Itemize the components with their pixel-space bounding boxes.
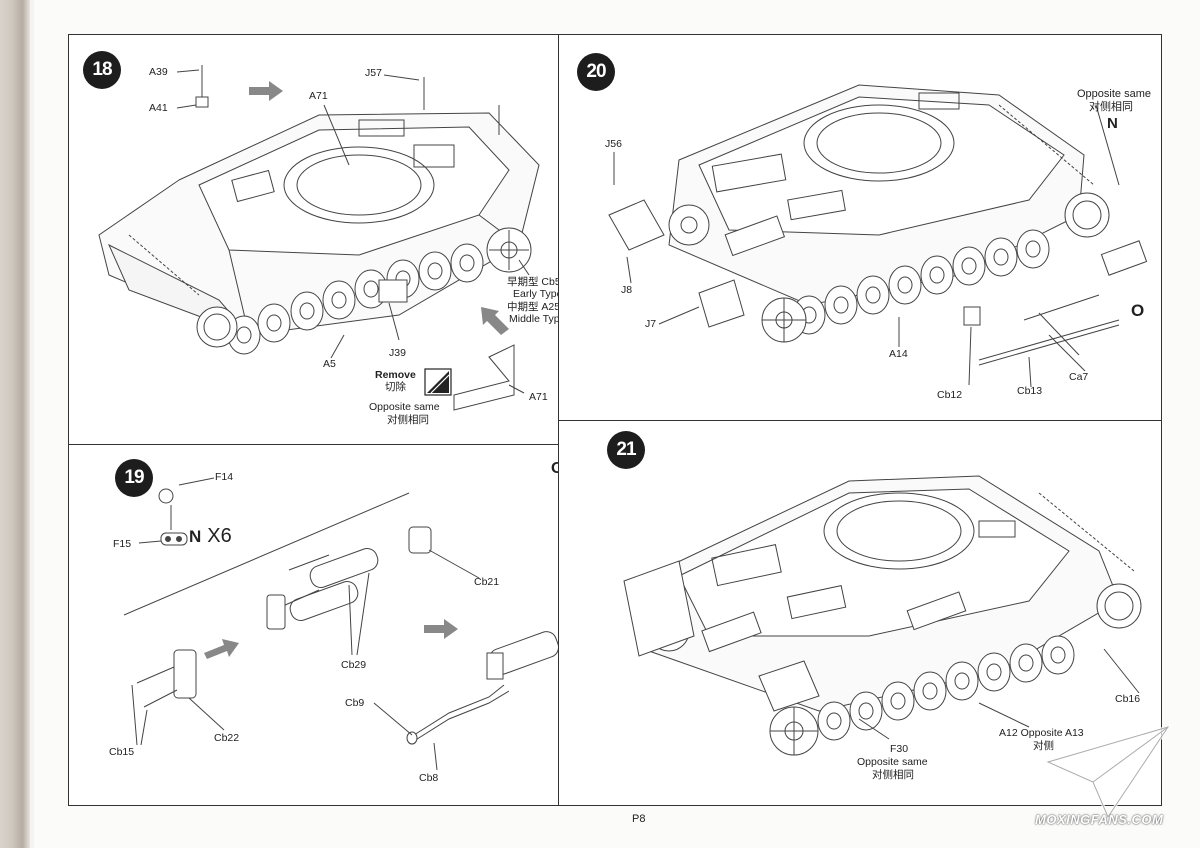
part-label-a39: A39: [149, 66, 168, 78]
part-label-a5: A5: [323, 358, 336, 370]
assembly-arrow-icon: [424, 619, 458, 639]
part-label-cb9: Cb9: [345, 697, 365, 709]
page-number: P8: [632, 813, 646, 825]
n-quantity-marker: N X6: [189, 525, 232, 548]
remove-label-en: Remove: [375, 369, 416, 381]
part-label-a71-top: A71: [309, 90, 328, 102]
book-binding-edge: [0, 0, 30, 848]
part-label-a41: A41: [149, 102, 168, 114]
o-marker: O: [551, 461, 559, 477]
watermark-text: MOXINGFANS.COM: [1035, 812, 1164, 827]
step-number-badge: 20: [577, 53, 615, 91]
step-18-panel: 18 A39 A41 J57 A71 A5 J39 A71 早期型 Cb5 Ea…: [68, 34, 560, 446]
part-label-f14: F14: [215, 471, 234, 483]
opposite-same-cn: 对侧相同: [387, 414, 429, 426]
paper-plane-logo-icon: [1043, 724, 1172, 821]
part-label-j56: J56: [605, 138, 622, 150]
opposite-same-cn: 对侧相同: [1089, 101, 1133, 113]
part-label-j7: J7: [645, 318, 657, 330]
part-label-j57: J57: [365, 67, 382, 79]
f30-opposite-same-en: Opposite same: [857, 756, 928, 768]
part-label-a71-bottom: A71: [529, 391, 548, 403]
middle-type-cn: 中期型 A25: [507, 301, 560, 313]
part-label-a12: A12 Opposite A13: [999, 727, 1084, 739]
part-label-a14: A14: [889, 348, 908, 360]
part-label-cb22: Cb22: [214, 732, 240, 744]
n-marker: N: [189, 527, 202, 546]
part-label-ca7: Ca7: [1069, 371, 1089, 383]
step-20-hull-drawing: [608, 84, 1148, 388]
remove-label-cn: 切除: [385, 381, 406, 393]
o-marker: O: [1131, 301, 1145, 320]
part-label-j8: J8: [621, 284, 633, 296]
part-label-cb29: Cb29: [341, 659, 367, 671]
step-21-hull-drawing: [623, 475, 1142, 756]
part-label-cb13: Cb13: [1017, 385, 1043, 397]
step-number-badge: 19: [115, 459, 153, 497]
part-label-cb12: Cb12: [937, 389, 963, 401]
step-21-panel: 21 Cb16 A12 Opposite A13 对侧 F30 Opposite…: [558, 420, 1162, 806]
step-18-hull-drawing: [98, 65, 540, 411]
assembly-arrow-icon: [481, 307, 509, 335]
step-20-panel: 20 Opposite same 对侧相同 N J56 J8 J7 A14 Cb…: [558, 34, 1162, 422]
step-19-panel: 19 F14 F15 N X6 O Cb21 Cb29 Cb9 Cb15 Cb22…: [68, 444, 560, 806]
part-label-f30: F30: [890, 743, 909, 755]
step-19-exhaust-drawing: [123, 477, 559, 771]
n-marker: N: [1107, 115, 1118, 132]
middle-type-en: Middle Type: [509, 313, 560, 325]
quantity-x6: X6: [207, 525, 232, 547]
part-label-f15: F15: [113, 538, 132, 550]
assembly-arrow-icon: [249, 81, 283, 101]
step-number-badge: 21: [607, 431, 645, 469]
opposite-same-en: Opposite same: [1077, 88, 1151, 100]
part-label-cb8: Cb8: [419, 772, 439, 784]
opposite-same-en: Opposite same: [369, 401, 440, 413]
step-number-badge: 18: [83, 51, 121, 89]
part-label-j39: J39: [389, 347, 406, 359]
early-type-en: Early Type: [513, 288, 560, 300]
assembly-arrow-icon: [204, 639, 239, 659]
cut-remove-icon: [424, 368, 452, 396]
part-label-cb15: Cb15: [109, 746, 135, 758]
part-label-cb21: Cb21: [474, 576, 500, 588]
part-label-cb16: Cb16: [1115, 693, 1141, 705]
part-label-a12-cn: 对侧: [1033, 740, 1054, 752]
early-type-cn: 早期型 Cb5: [507, 276, 560, 288]
f30-opposite-same-cn: 对侧相同: [872, 769, 914, 781]
